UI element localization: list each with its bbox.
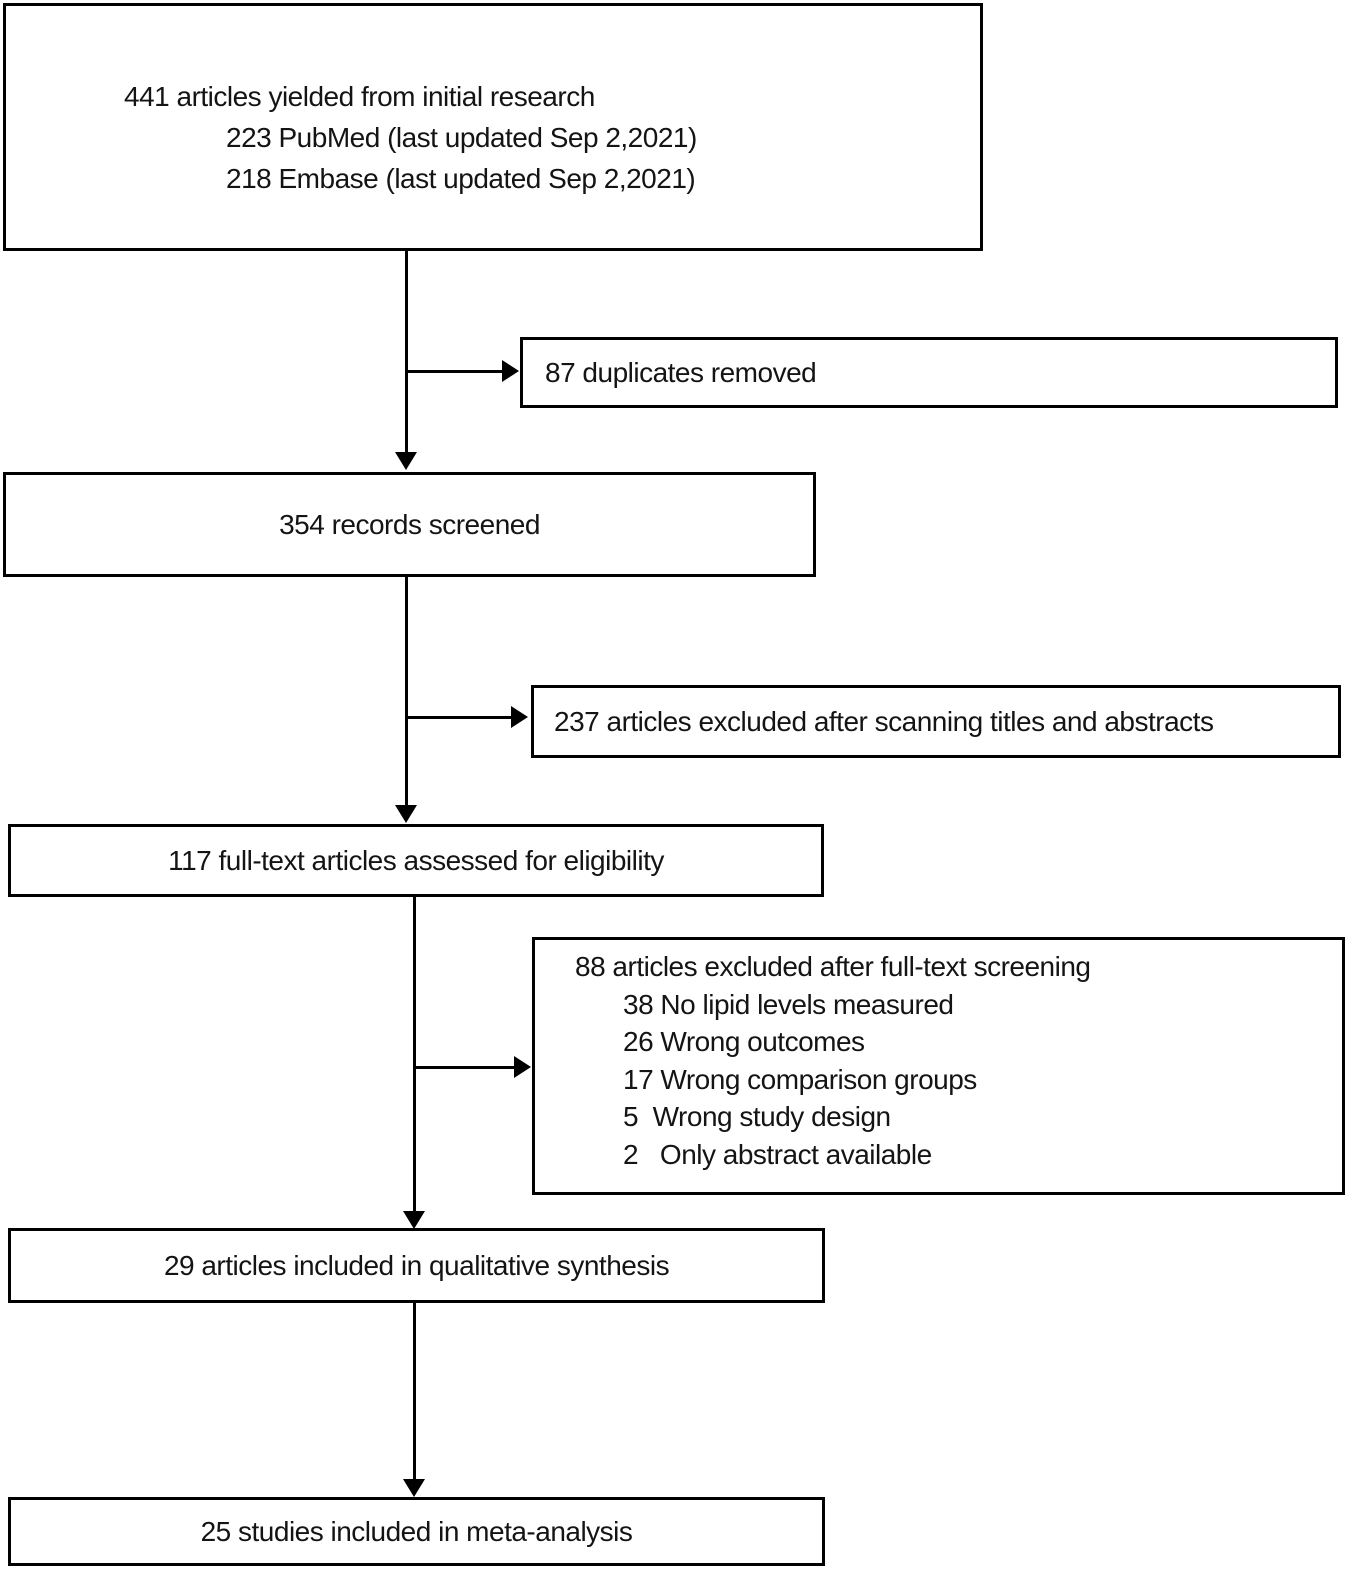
initial-search-total: 441 articles yielded from initial resear… — [124, 81, 595, 112]
qualitative-synthesis-label: 29 articles included in qualitative synt… — [163, 1249, 670, 1281]
connector-fulltext-to-qualitative — [413, 896, 416, 1212]
initial-search-pubmed: 223 PubMed (last updated Sep 2,2021) — [226, 122, 697, 153]
excluded-fulltext-title: 88 articles excluded after full-text scr… — [575, 951, 1091, 982]
box-qualitative-synthesis: 29 articles included in qualitative synt… — [8, 1228, 825, 1303]
arrowhead-right-excluded-abstracts-icon — [511, 706, 528, 728]
exclusion-reason: 26 Wrong outcomes — [623, 1026, 865, 1057]
connector-screened-to-fulltext — [405, 576, 408, 806]
box-fulltext-assessed: 117 full-text articles assessed for elig… — [8, 824, 824, 897]
box-duplicates-removed: 87 duplicates removed — [520, 337, 1338, 408]
exclusion-reason: 5 Wrong study design — [623, 1101, 891, 1132]
excluded-fulltext-text: 88 articles excluded after full-text scr… — [535, 940, 1342, 1173]
box-meta-analysis: 25 studies included in meta-analysis — [8, 1497, 825, 1566]
initial-search-text: 441 articles yielded from initial resear… — [6, 6, 980, 199]
arrowhead-right-duplicates-icon — [502, 360, 519, 382]
box-excluded-fulltext: 88 articles excluded after full-text scr… — [532, 937, 1345, 1195]
arrowhead-down-qualitative-icon — [403, 1211, 425, 1229]
exclusion-reason: 17 Wrong comparison groups — [623, 1063, 977, 1095]
arrowhead-down-meta-icon — [403, 1479, 425, 1497]
initial-search-embase: 218 Embase (last updated Sep 2,2021) — [226, 163, 696, 194]
connector-branch-excluded-abstracts — [406, 716, 512, 719]
excluded-titles-abstracts-label: 237 articles excluded after scanning tit… — [554, 705, 1214, 737]
box-excluded-titles-abstracts: 237 articles excluded after scanning tit… — [531, 685, 1341, 758]
connector-branch-duplicates — [406, 370, 503, 373]
fulltext-assessed-label: 117 full-text articles assessed for elig… — [168, 844, 664, 876]
arrowhead-down-screened-icon — [395, 452, 417, 470]
connector-branch-excluded-fulltext — [414, 1066, 515, 1069]
duplicates-removed-label: 87 duplicates removed — [545, 356, 817, 388]
meta-analysis-label: 25 studies included in meta-analysis — [200, 1515, 633, 1547]
box-initial-search: 441 articles yielded from initial resear… — [3, 3, 983, 251]
exclusion-reason: 2 Only abstract available — [623, 1138, 932, 1170]
arrowhead-down-fulltext-icon — [395, 805, 417, 823]
exclusion-reason: 38 No lipid levels measured — [623, 988, 954, 1020]
records-screened-label: 354 records screened — [279, 508, 540, 540]
connector-initial-to-screened — [405, 251, 408, 453]
connector-qualitative-to-meta — [413, 1302, 416, 1482]
arrowhead-right-excluded-fulltext-icon — [514, 1056, 531, 1078]
box-records-screened: 354 records screened — [3, 472, 816, 577]
